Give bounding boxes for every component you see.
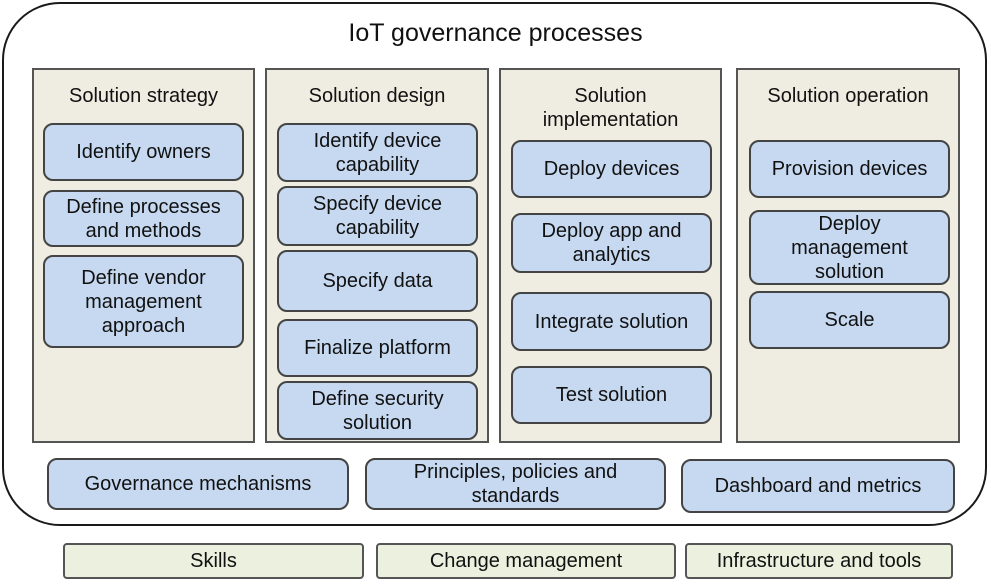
diagram-title: IoT governance processes (348, 19, 643, 47)
column-solution-operation: Solution operation Provision devices Dep… (736, 68, 960, 443)
process-deploy-app-analytics: Deploy app and analytics (511, 213, 712, 273)
column-title: Solution strategy (69, 85, 218, 107)
foundation-infrastructure-tools: Infrastructure and tools (685, 543, 953, 579)
process-integrate-solution: Integrate solution (511, 292, 712, 351)
column-solution-strategy: Solution strategy Identify owners Define… (32, 68, 255, 443)
process-specify-data: Specify data (277, 250, 478, 312)
process-define-vendor-management: Define vendor management approach (43, 255, 244, 348)
process-define-processes: Define processes and methods (43, 190, 244, 247)
foundation-skills: Skills (63, 543, 364, 579)
principles-policies-box: Principles, policies and standards (365, 458, 666, 510)
column-title: Solution operation (767, 85, 929, 107)
column-title: Solution design (308, 85, 446, 107)
dashboard-metrics-box: Dashboard and metrics (681, 459, 955, 513)
process-deploy-devices: Deploy devices (511, 140, 712, 198)
process-provision-devices: Provision devices (749, 140, 950, 198)
governance-mechanisms-box: Governance mechanisms (47, 458, 349, 510)
process-define-security-solution: Define security solution (277, 381, 478, 440)
process-identify-owners: Identify owners (43, 123, 244, 181)
process-test-solution: Test solution (511, 366, 712, 424)
process-scale: Scale (749, 291, 950, 349)
process-deploy-management-solution: Deploy management solution (749, 210, 950, 285)
column-solution-design: Solution design Identify device capabili… (265, 68, 489, 443)
process-identify-device-capability: Identify device capability (277, 123, 478, 182)
foundation-change-management: Change management (376, 543, 676, 579)
column-solution-implementation: Solution implementation Deploy devices D… (499, 68, 722, 443)
process-finalize-platform: Finalize platform (277, 319, 478, 377)
column-title: Solution implementation (542, 85, 679, 131)
process-specify-device-capability: Specify device capability (277, 186, 478, 246)
